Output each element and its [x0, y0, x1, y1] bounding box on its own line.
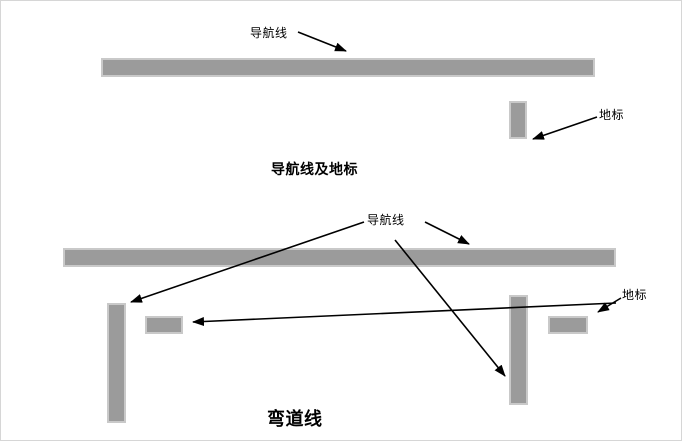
- top-navline-label: 导航线: [250, 26, 288, 40]
- top-landmark-label: 地标: [599, 108, 625, 122]
- arrow-top-landmark-to-rect: [532, 116, 598, 140]
- bottom-caption: 弯道线: [267, 409, 323, 430]
- top-caption: 导航线及地标: [271, 162, 358, 178]
- bottom-navline-label: 导航线: [367, 213, 405, 227]
- arrow-bottom-landmark-to-right-rect: [597, 297, 622, 313]
- right-landmark-rect: [548, 316, 588, 334]
- arrow-bottom-navline-to-bar: [424, 221, 470, 245]
- top-navigation-line-bar: [101, 58, 595, 77]
- left-landmark-rect: [145, 316, 183, 334]
- bottom-navigation-line-bar: [63, 248, 616, 267]
- arrow-top-navline-to-bar: [297, 31, 347, 52]
- top-landmark-rect: [509, 101, 527, 139]
- bottom-landmark-label: 地标: [622, 288, 648, 302]
- left-turn-line-bar: [107, 303, 126, 423]
- right-turn-line-bar: [509, 295, 528, 405]
